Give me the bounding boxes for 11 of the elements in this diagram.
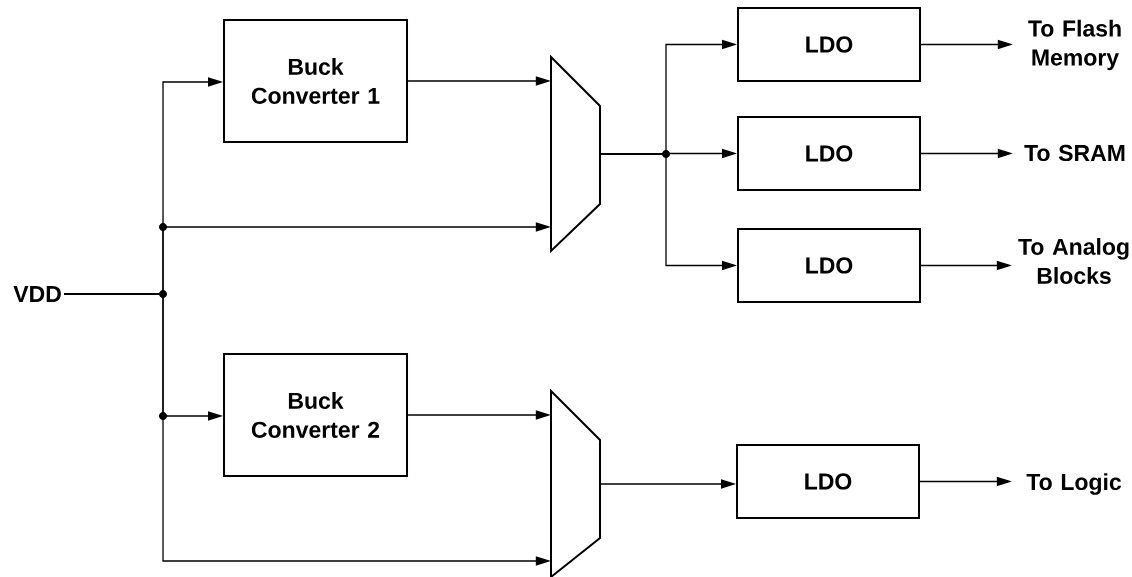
regulator-box: LDO: [737, 7, 921, 82]
output-label: To Logic: [1026, 473, 1122, 495]
regulator-box: LDO: [737, 116, 921, 191]
output-label: To Flash Memory: [1028, 19, 1121, 71]
regulator-box: LDO: [736, 444, 920, 519]
regulator-box: LDO: [737, 228, 921, 303]
converter-box: Buck Converter 1: [223, 19, 408, 143]
input-label: VDD: [13, 286, 61, 302]
output-label: To SRAM: [1024, 144, 1125, 162]
output-label: To Analog Blocks: [1018, 238, 1129, 284]
converter-box: Buck Converter 2: [223, 353, 408, 477]
